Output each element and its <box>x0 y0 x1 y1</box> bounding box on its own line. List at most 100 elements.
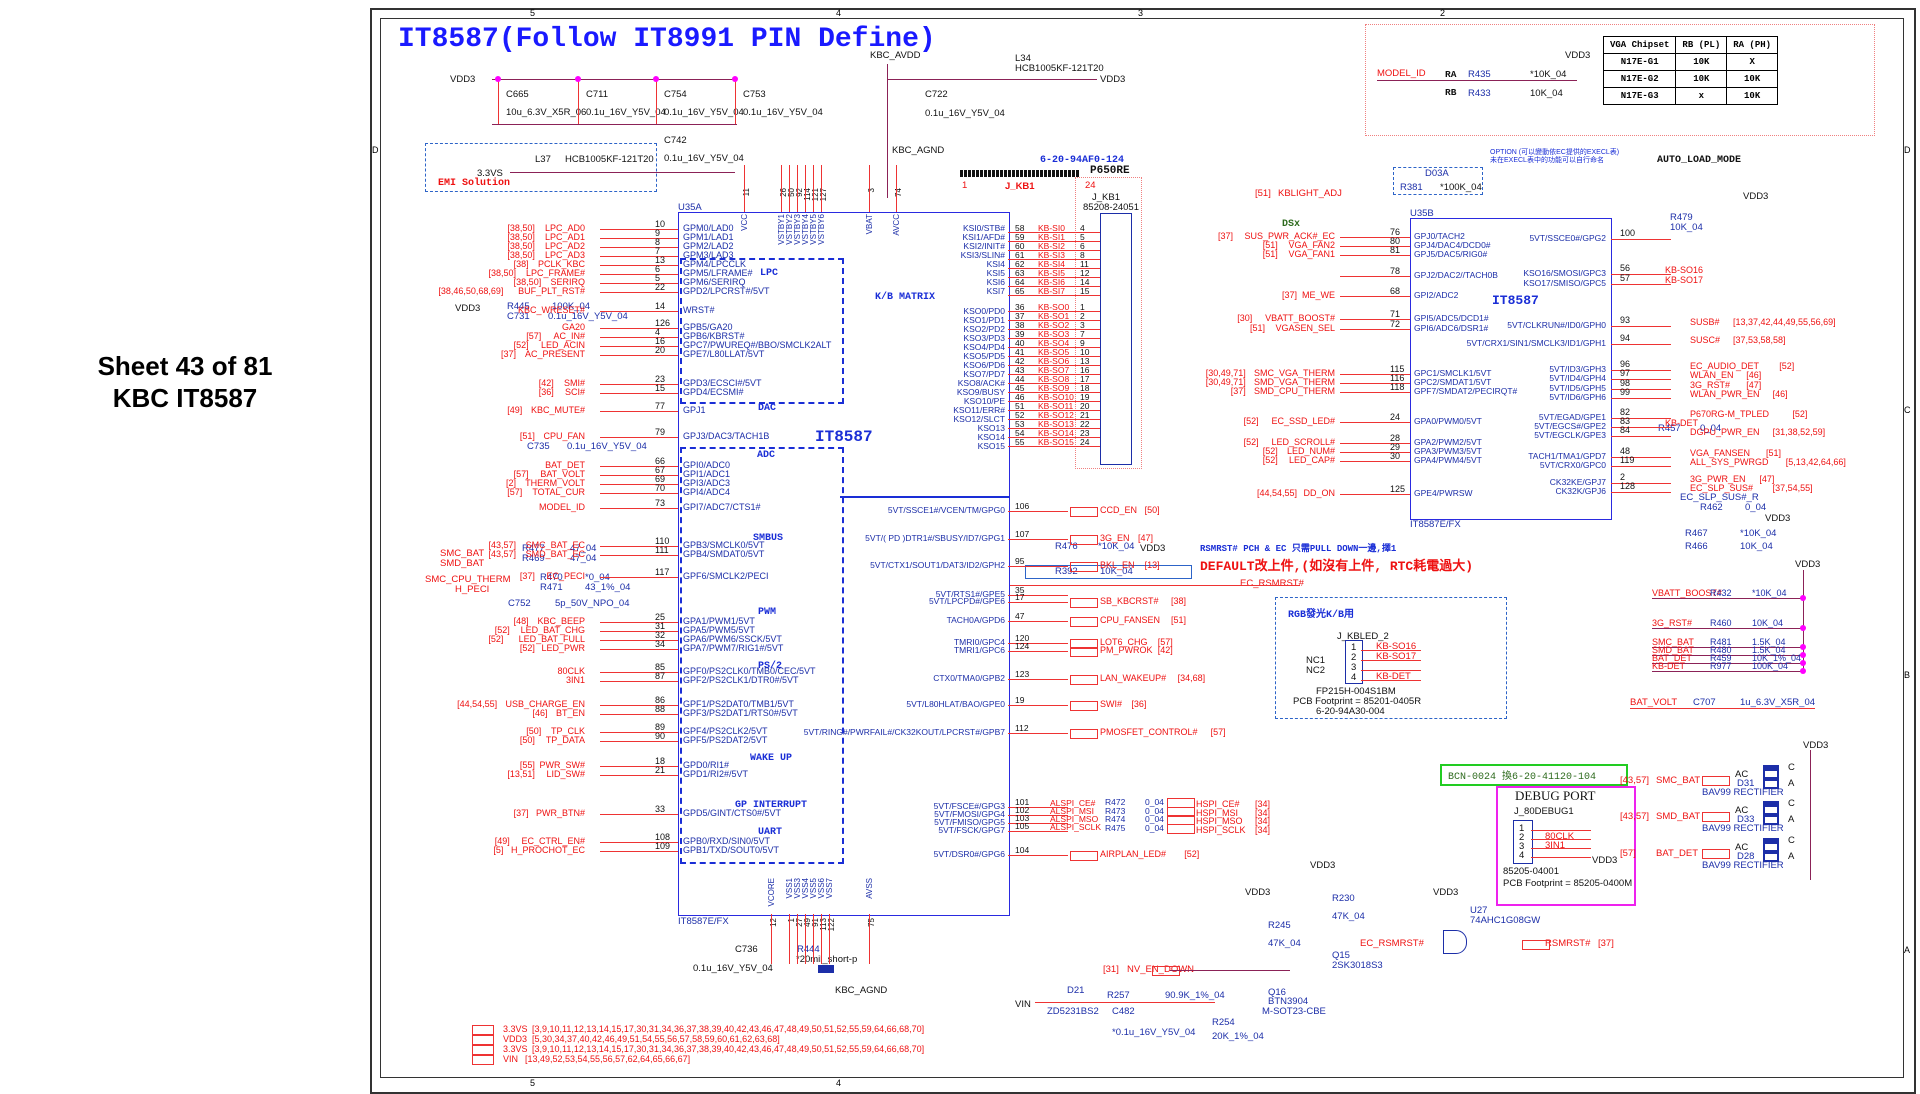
u35a-right-wire <box>1008 705 1068 707</box>
u35b-name: IT8587 <box>1492 293 1539 308</box>
diode-a-label: A <box>1788 814 1795 825</box>
pullup-res-value: 1.5K_04 <box>1752 637 1786 647</box>
rail-connector <box>472 1025 494 1035</box>
off-page-connector <box>1167 798 1195 808</box>
rail-connector <box>472 1035 494 1045</box>
c735-ref: C735 <box>527 441 550 452</box>
kb-conn-pin: 8 <box>1080 250 1085 260</box>
off-page-connector <box>1070 598 1098 608</box>
u35a-left-wire <box>600 384 678 386</box>
u35a-right-page-ref: [57] <box>1157 637 1173 647</box>
jkb1-ref: J_KB1 <box>1092 192 1120 203</box>
kb-fpc-ref: J_KB1 <box>1005 181 1035 192</box>
kb-conn-pin: 22 <box>1080 419 1090 429</box>
c722-ref: C722 <box>925 89 948 100</box>
default-note: DEFAULT改上件,(如沒有上件, RTC耗電過大) <box>1200 559 1474 574</box>
kb-conn-pin: 4 <box>1080 223 1085 233</box>
d03a-box <box>1393 167 1483 195</box>
off-page-connector <box>1070 617 1098 627</box>
kb-conn-pin: 6 <box>1080 241 1085 251</box>
diode-page-ref: [43,57] <box>1620 811 1650 822</box>
u35a-right-pin-num: 112 <box>1015 723 1029 733</box>
u35a-part: IT8587E/FX <box>678 916 729 927</box>
vga-table-row: N17E-G3 x 10K <box>1602 87 1779 105</box>
u35b-left-pin-num: 115 <box>1390 364 1405 374</box>
kb-si-pin: KSI0/STB# <box>962 223 1005 233</box>
section-ps2-label: PS/2 <box>758 661 783 672</box>
kb-so-net: KB-SO5 <box>1038 347 1070 357</box>
pullup-wire <box>1652 647 1804 649</box>
cap-lead <box>656 79 658 124</box>
rgb-pin-wire <box>1361 650 1421 652</box>
pullup-net: SMC_BAT <box>1652 637 1694 647</box>
rgb-kb-title: RGB發光K/B用 <box>1288 610 1355 621</box>
pullup-wire <box>1652 663 1804 665</box>
diode-rail <box>1810 750 1812 880</box>
avdd-vdd3: VDD3 <box>1100 74 1126 85</box>
u35a-right-page-ref: [50] <box>1144 505 1160 515</box>
u35a-left-page-ref: [13,51] <box>507 769 535 779</box>
u35b-right-wire <box>1611 379 1671 381</box>
u35b-left-wire <box>1340 276 1410 278</box>
kb-so-net: KB-SO14 <box>1038 428 1074 438</box>
sheet-number: Sheet 43 of 81 <box>97 351 273 381</box>
u35a-right-net: SWI# <box>1100 699 1123 709</box>
auto-load-mode: AUTO_LOAD_MODE <box>1657 155 1742 166</box>
u35a-left-wire <box>600 672 678 674</box>
ext-h-peci: H_PECI <box>455 584 490 595</box>
u35b-right-net: DGPU_PWR_EN <box>1690 427 1760 437</box>
u35a-left-page-ref: [48] <box>513 616 529 626</box>
off-page-connector <box>1167 806 1195 817</box>
q16-part: BTN3904 <box>1268 996 1309 1007</box>
kb-so-pin: KSO15 <box>977 441 1005 451</box>
kb-so-wire <box>1008 320 1100 322</box>
u35a-right-page-ref: [38] <box>1171 596 1187 606</box>
u35b-left-pin: GPJ2/DAC2//TACH0B <box>1414 270 1498 280</box>
u35b-left-page-ref: [52] <box>1262 455 1278 465</box>
u35a-left-pin: GPI4/ADC4 <box>683 487 731 497</box>
u35a-right-net: CPU_FANSEN <box>1100 615 1161 625</box>
u35a-left-pin: GPF6/SMCLK2/PECI <box>683 571 769 581</box>
kb-si-net: KB-SI4 <box>1038 259 1065 269</box>
kb-conn-pin: 15 <box>1080 286 1090 296</box>
model-id-wire <box>1377 80 1577 82</box>
r445-value: 100K_04 <box>552 301 591 312</box>
bidir-connector <box>1702 812 1730 822</box>
u35a-left-net: LED_BAT_FULL <box>518 634 585 644</box>
u35a-left-page-ref: [49] <box>494 836 510 846</box>
u35a-left-net: AC_PRESENT <box>524 349 585 359</box>
u35a-right-pin: TACH0A/GPD6 <box>946 615 1005 625</box>
off-page-connector <box>1070 701 1098 711</box>
u35a-right-pin: 5VT/SSCE1#/VCEN/TM/GPG0 <box>887 505 1005 515</box>
cap-return-rail <box>492 124 737 126</box>
u35a-left-pin: GPF1/PS2DAT0/TMB1/5VT <box>683 699 794 709</box>
u35a-right-pin-num: 124 <box>1015 641 1030 651</box>
kb-so-pin: KSO5/PD5 <box>963 351 1005 361</box>
kb-si-num: 64 <box>1015 277 1025 287</box>
u35a-right-net: CCD_EN <box>1100 505 1138 515</box>
r230-value: 47K_04 <box>1332 911 1365 922</box>
cap-lead <box>735 79 737 124</box>
u35a-left-wire <box>600 851 678 853</box>
u35a-left-pin-num: 88 <box>655 704 666 714</box>
u35a-right-pin: 5VT/CTX1/SOUT1/DAT3/ID2/GPH2 <box>870 560 1005 570</box>
kb-conn-pin: 20 <box>1080 401 1090 411</box>
kb-si-pin: KSI7 <box>986 286 1005 296</box>
u35a-left-page-ref: [43,57] <box>488 549 516 559</box>
zone-right-c: C <box>1904 405 1911 415</box>
model-id-net: MODEL_ID <box>1377 68 1426 79</box>
u35a-left-page-ref: [38,50] <box>513 277 542 287</box>
q16-ref: Q16 <box>1268 987 1286 998</box>
rail-pages: [13,49,52,53,54,55,56,57,62,64,65,66,67] <box>525 1054 691 1064</box>
u35a-left-page-ref: [36] <box>538 387 554 397</box>
u35a-right-wire <box>1008 621 1068 623</box>
u35a-right-pin: 5VT/( PD )DTR1#/SBUSY/ID7/GPG1 <box>865 533 1005 543</box>
rail-connector <box>472 1055 494 1065</box>
kb-so-pin: KSO7/PD7 <box>963 369 1005 379</box>
kb-so-pin: KSO4/PD4 <box>963 342 1005 352</box>
emi-box <box>425 143 657 192</box>
u35a-right-pin-num: 47 <box>1015 611 1025 621</box>
kb-so-net: KB-SO7 <box>1038 365 1070 375</box>
section-uart-label: UART <box>758 827 783 838</box>
diode-c-label: C <box>1788 835 1795 846</box>
